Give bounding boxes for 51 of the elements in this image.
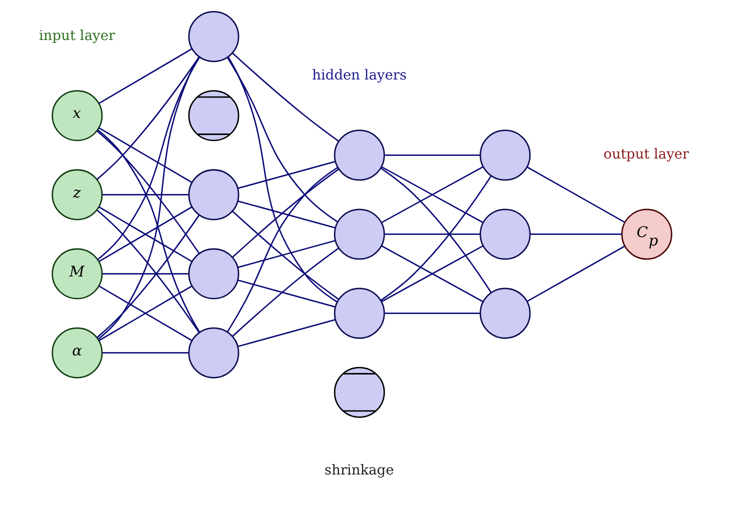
connector bbox=[98, 48, 192, 104]
connector bbox=[232, 168, 340, 258]
connector bbox=[238, 200, 336, 228]
node-circle bbox=[334, 366, 385, 418]
node-circle bbox=[334, 208, 385, 260]
node-circle: x bbox=[52, 90, 103, 142]
node-circle bbox=[188, 90, 240, 142]
connector bbox=[238, 240, 336, 268]
connector bbox=[226, 57, 338, 223]
connector bbox=[228, 56, 338, 302]
node-circle: z bbox=[52, 169, 103, 220]
connector bbox=[530, 234, 622, 235]
connector bbox=[97, 129, 200, 333]
node-circle bbox=[480, 288, 531, 339]
connector bbox=[381, 245, 484, 302]
connector bbox=[97, 56, 200, 260]
connector bbox=[102, 273, 188, 274]
node-circle bbox=[334, 288, 385, 339]
connector bbox=[102, 352, 188, 354]
connector bbox=[384, 154, 480, 156]
connector bbox=[384, 234, 480, 235]
connector bbox=[238, 279, 336, 308]
connector bbox=[232, 248, 340, 337]
node-circle bbox=[480, 208, 531, 260]
label: input layer bbox=[39, 28, 116, 44]
connector bbox=[381, 166, 484, 224]
connector bbox=[526, 166, 626, 223]
node-circle bbox=[480, 130, 531, 181]
connector bbox=[238, 160, 336, 190]
connector bbox=[526, 246, 626, 302]
connector bbox=[98, 127, 192, 183]
connector bbox=[98, 56, 200, 340]
node-circle bbox=[188, 169, 240, 220]
connector bbox=[96, 130, 200, 254]
label: hidden layers bbox=[312, 67, 407, 84]
node-circle: α bbox=[52, 327, 103, 378]
label: output layer bbox=[604, 146, 690, 162]
node-circle bbox=[334, 130, 385, 181]
node-circle: M bbox=[52, 248, 103, 300]
connector bbox=[232, 210, 340, 300]
node-circle bbox=[188, 327, 240, 378]
connector bbox=[384, 312, 480, 314]
connector bbox=[238, 319, 336, 348]
connector bbox=[102, 194, 188, 196]
connector bbox=[96, 56, 200, 180]
node-circle bbox=[188, 11, 240, 62]
connector bbox=[226, 166, 338, 332]
label: shrinkage bbox=[324, 462, 394, 479]
connector bbox=[232, 52, 340, 142]
node-circle bbox=[188, 248, 240, 300]
connector bbox=[98, 206, 192, 262]
